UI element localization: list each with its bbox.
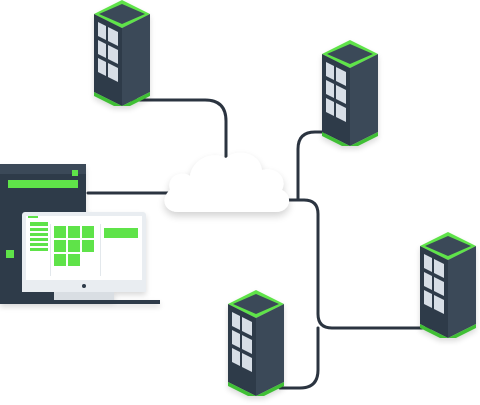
server-top-right — [322, 40, 378, 146]
client-workstation — [0, 164, 160, 304]
server-right — [420, 232, 476, 338]
cable-server-bottom-to-cloud — [278, 326, 320, 390]
cable-server-top-left-to-cloud — [128, 98, 228, 160]
cable-server-top-right-to-cloud — [280, 130, 332, 202]
server-bottom — [228, 290, 284, 396]
monitor — [22, 212, 160, 304]
screen-dashboard — [28, 216, 138, 276]
tower-led — [72, 170, 78, 176]
cable-server-right-to-cloud — [280, 198, 442, 330]
tower-power-led — [6, 250, 14, 258]
server-top-left — [94, 0, 150, 106]
tower-status-bar — [8, 180, 78, 188]
cloud — [164, 152, 290, 212]
network-cables — [86, 98, 442, 390]
